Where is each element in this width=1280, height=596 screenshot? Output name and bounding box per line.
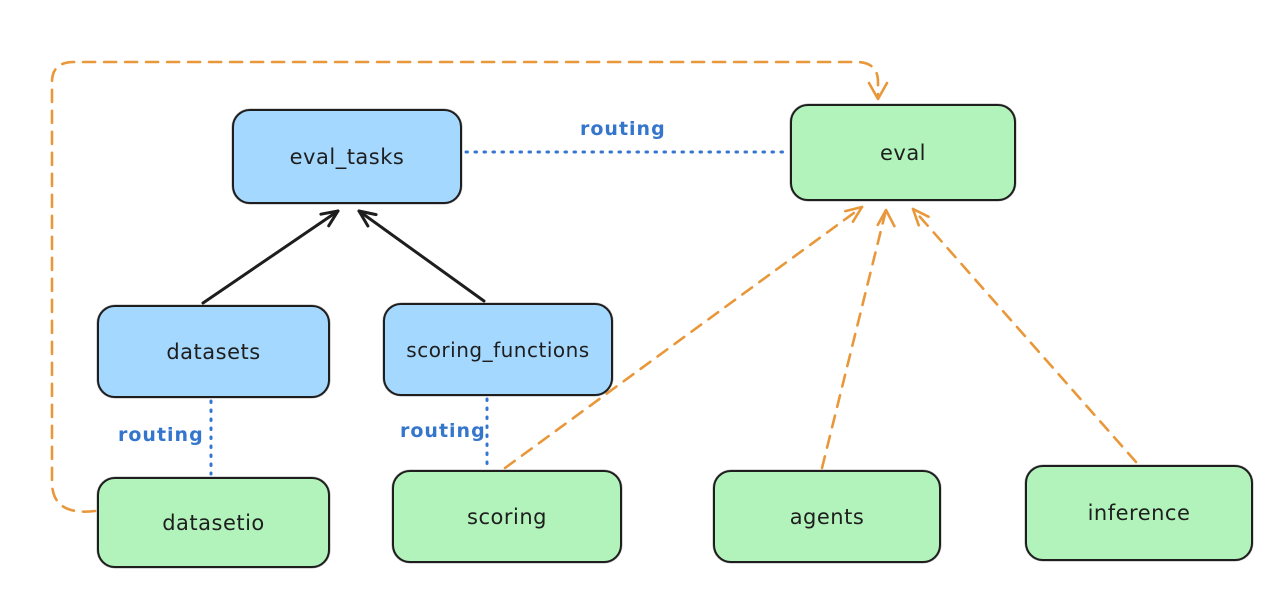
node-inference-label: inference (1087, 501, 1191, 525)
arrowhead-inference-to-eval (911, 207, 930, 227)
edge-label-routing-eval-tasks-eval: routing (580, 118, 666, 140)
node-eval: eval (790, 104, 1016, 201)
node-datasets: datasets (97, 305, 330, 398)
node-scoring-functions-label: scoring_functions (406, 337, 590, 362)
node-eval-tasks: eval_tasks (232, 109, 462, 204)
node-inference: inference (1025, 465, 1253, 561)
edge-datasetio-to-eval (50, 60, 880, 513)
edge-label-routing-datasets-datasetio: routing (118, 424, 204, 446)
node-agents: agents (713, 470, 941, 563)
edge-inference-to-eval (911, 207, 1138, 464)
arrowhead-scoring-functions-to-eval-tasks (357, 209, 378, 228)
arrowhead-datasets-to-eval-tasks (319, 209, 340, 228)
edge-datasets-to-eval-tasks (201, 209, 340, 305)
arrowhead-agents-to-eval (876, 208, 896, 228)
node-datasets-label: datasets (166, 339, 261, 364)
node-agents-label: agents (789, 504, 865, 529)
node-scoring: scoring (392, 470, 622, 563)
edge-scoring-to-eval (503, 205, 864, 470)
node-datasetio: datasetio (97, 477, 330, 568)
edge-label-routing-scoring-functions-scoring: routing (400, 420, 486, 442)
node-eval-label: eval (879, 140, 927, 165)
edge-scoring-functions-to-eval-tasks (357, 209, 486, 303)
arrowhead-datasetio-to-eval (867, 81, 889, 101)
node-datasetio-label: datasetio (162, 510, 265, 535)
arrowhead-scoring-to-eval (844, 205, 864, 223)
node-scoring-label: scoring (467, 504, 547, 529)
node-eval-tasks-label: eval_tasks (289, 144, 405, 169)
node-scoring-functions: scoring_functions (383, 303, 613, 396)
edge-agents-to-eval (820, 208, 888, 470)
